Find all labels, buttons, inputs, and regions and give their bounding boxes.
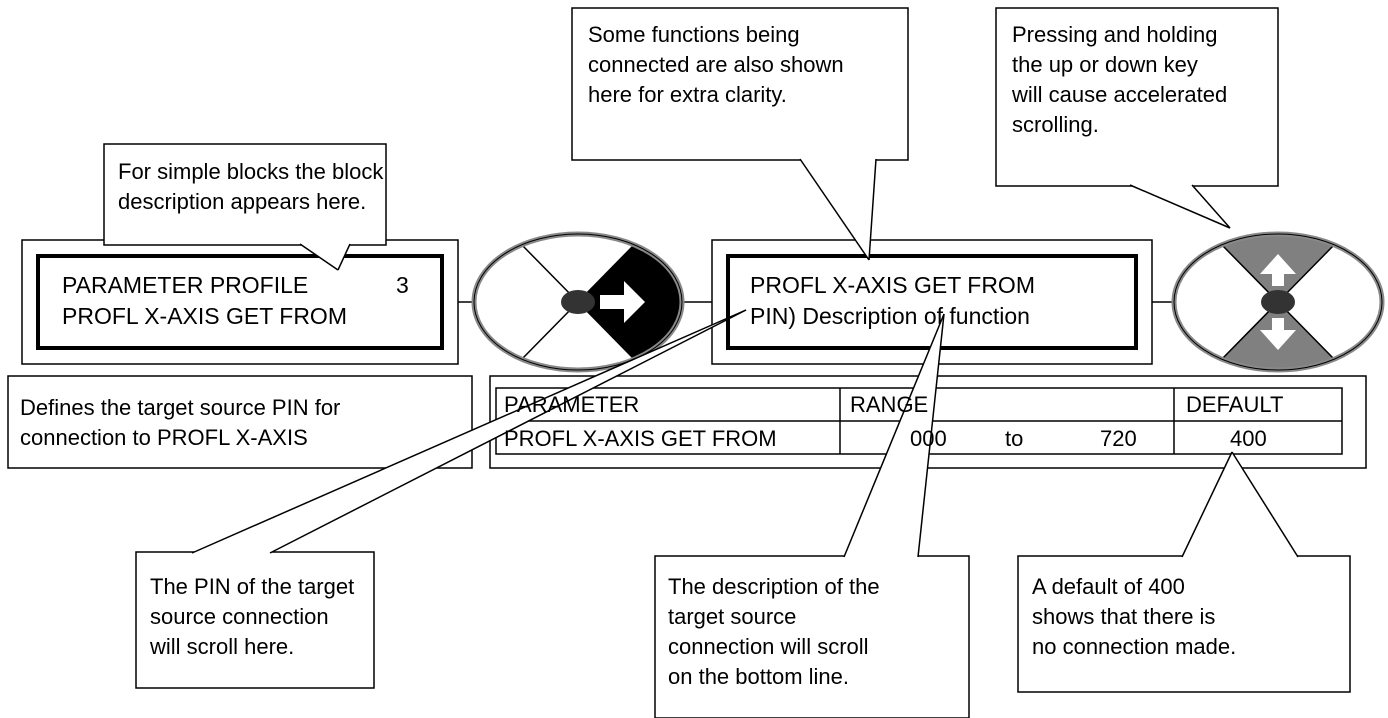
callout-pointer <box>191 309 747 554</box>
callout-box-description-scroll <box>654 555 970 718</box>
left-display-line1-number: 3 <box>396 272 409 298</box>
callout-text-line: no connection made. <box>1032 634 1237 659</box>
callout-text-line: The description of the <box>668 574 880 599</box>
callout-text-line: connected are also shown <box>588 52 844 77</box>
keypad-up-down <box>1166 188 1388 416</box>
middle-display-line2: PIN) Description of function <box>750 303 1030 329</box>
up-key-segment[interactable] <box>1166 188 1388 302</box>
table-header-range: RANGE <box>850 392 929 417</box>
callout-text-line: For simple blocks the block <box>118 159 384 184</box>
table-header-default: DEFAULT <box>1186 392 1284 417</box>
callout-text-line: Some functions being <box>588 22 800 47</box>
callout-box-functions-shown <box>571 7 909 161</box>
callout-text-line: A default of 400 <box>1032 574 1185 599</box>
left-display-line1-title: PARAMETER PROFILE <box>62 272 309 298</box>
callout-text-line: description appears here. <box>118 189 367 214</box>
callout-text-line: target source <box>668 604 797 629</box>
callout-box-accelerated-scroll <box>995 7 1279 187</box>
callout-text-line: will scroll here. <box>150 634 295 659</box>
callout-text-line: on the bottom line. <box>668 664 850 689</box>
table-cell-default: 400 <box>1230 426 1267 451</box>
callout-text-line: connection will scroll <box>668 634 869 659</box>
table-header-parameter: PARAMETER <box>504 392 640 417</box>
callout-text-line: the up or down key <box>1012 52 1198 77</box>
callout-text-line: source connection <box>150 604 329 629</box>
middle-display-line1: PROFL X-AXIS GET FROM <box>750 272 1035 298</box>
table-cell-range-to: 720 <box>1100 426 1137 451</box>
callout-pointer <box>843 313 945 558</box>
definition-line: Defines the target source PIN for <box>20 395 341 420</box>
down-arrow-icon <box>1260 318 1296 350</box>
table-cell-range-to-word: to <box>1005 426 1024 451</box>
table-cell-range-from: 000 <box>910 426 947 451</box>
callout-box-pin-scroll <box>135 551 375 689</box>
callout-text-line: scrolling. <box>1012 112 1099 137</box>
left-display <box>21 239 459 365</box>
callout-text-line: will cause accelerated <box>1012 82 1228 107</box>
callout-text-line: The PIN of the target <box>150 574 355 599</box>
right-arrow-icon <box>600 281 645 323</box>
callout-text-line: shows that there is <box>1032 604 1216 629</box>
down-key-segment[interactable] <box>1166 302 1388 416</box>
callout-text-line: Pressing and holding <box>1012 22 1218 47</box>
callout-pointer <box>1181 451 1299 558</box>
callout-pointer <box>799 158 877 261</box>
left-display-line2: PROFL X-AXIS GET FROM <box>62 303 347 329</box>
callout-pointer <box>1129 184 1231 229</box>
callout-box-block-description <box>103 143 387 246</box>
callout-box-default-note <box>1017 555 1351 693</box>
table-cell-parameter: PROFL X-AXIS GET FROM <box>504 426 777 451</box>
callout-text-line: here for extra clarity. <box>588 82 787 107</box>
up-arrow-icon <box>1260 254 1296 286</box>
callout-pointer <box>299 243 351 271</box>
definition-line: connection to PROFL X-AXIS <box>20 425 308 450</box>
definition-box <box>7 375 473 469</box>
